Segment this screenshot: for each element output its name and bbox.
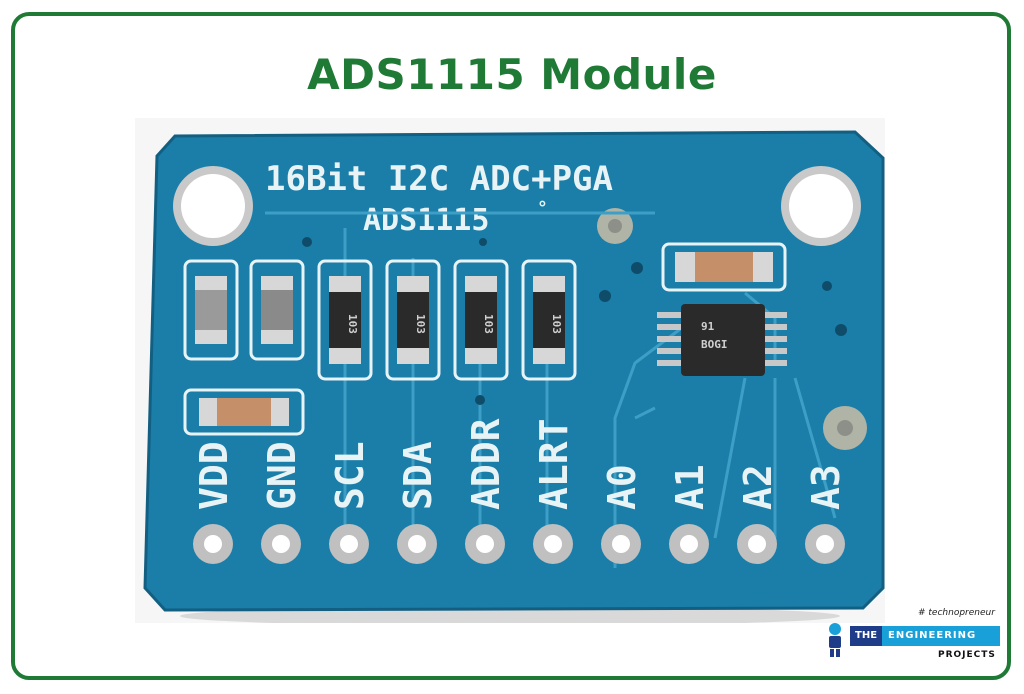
resistor-label-2: 103 — [414, 314, 427, 334]
pin-hole-vdd — [193, 524, 233, 564]
pin-label-alrt: ALRT — [532, 418, 576, 510]
pin-hole-a2 — [737, 524, 777, 564]
logo-hashtag: # technopreneur — [918, 608, 995, 618]
engineering-projects-logo: # technopreneur THE ENGINEERING PROJECTS — [820, 608, 1000, 670]
board-heading: 16Bit I2C ADC+PGA — [265, 159, 613, 199]
smd-components: 103 103 103 103 — [183, 242, 787, 436]
resistor-label-1: 103 — [346, 314, 359, 334]
logo-the: THE — [850, 626, 883, 646]
pin-label-sda: SDA — [396, 441, 440, 510]
mounting-hole-right-inner — [789, 174, 853, 238]
pin-holes — [193, 524, 845, 564]
logo-bar: THE ENGINEERING — [850, 626, 1000, 646]
robot-icon — [829, 623, 841, 657]
mounting-hole-left-inner — [181, 174, 245, 238]
board-model-mark: ° — [537, 198, 548, 219]
pin-label-a3: A3 — [804, 464, 848, 510]
ads1115-board-photo: 16Bit I2C ADC+PGA ADS1115 ° 103 — [135, 118, 885, 623]
chip-marking-1: 91 — [701, 320, 715, 333]
pin-hole-a1 — [669, 524, 709, 564]
vias — [302, 237, 847, 405]
test-pad-right-hole — [837, 420, 853, 436]
pin-labels: VDD GND SCL SDA ADDR ALRT A0 A1 A2 A3 — [192, 418, 848, 510]
pin-label-a2: A2 — [736, 464, 780, 510]
logo-projects: PROJECTS — [938, 650, 996, 660]
pin-label-a1: A1 — [668, 464, 712, 510]
logo-engineering: ENGINEERING — [888, 630, 977, 641]
pin-hole-a3 — [805, 524, 845, 564]
pin-label-addr: ADDR — [464, 418, 508, 510]
pin-hole-addr — [465, 524, 505, 564]
board-model: ADS1115 — [363, 203, 489, 238]
pin-hole-a0 — [601, 524, 641, 564]
pcb — [143, 130, 885, 612]
pin-hole-scl — [329, 524, 369, 564]
chip-marking-2: BOGI — [701, 338, 728, 351]
pin-label-a0: A0 — [600, 464, 644, 510]
pin-label-scl: SCL — [328, 441, 372, 510]
pin-hole-alrt — [533, 524, 573, 564]
pin-hole-sda — [397, 524, 437, 564]
pin-label-gnd: GND — [260, 441, 304, 510]
resistor-label-3: 103 — [482, 314, 495, 334]
test-pad-top-hole — [608, 219, 622, 233]
pin-label-vdd: VDD — [192, 441, 236, 510]
ads1115-chip: 91 BOGI — [657, 304, 787, 376]
pin-hole-gnd — [261, 524, 301, 564]
page-title: ADS1115 Module — [307, 50, 717, 99]
resistor-label-4: 103 — [550, 314, 563, 334]
